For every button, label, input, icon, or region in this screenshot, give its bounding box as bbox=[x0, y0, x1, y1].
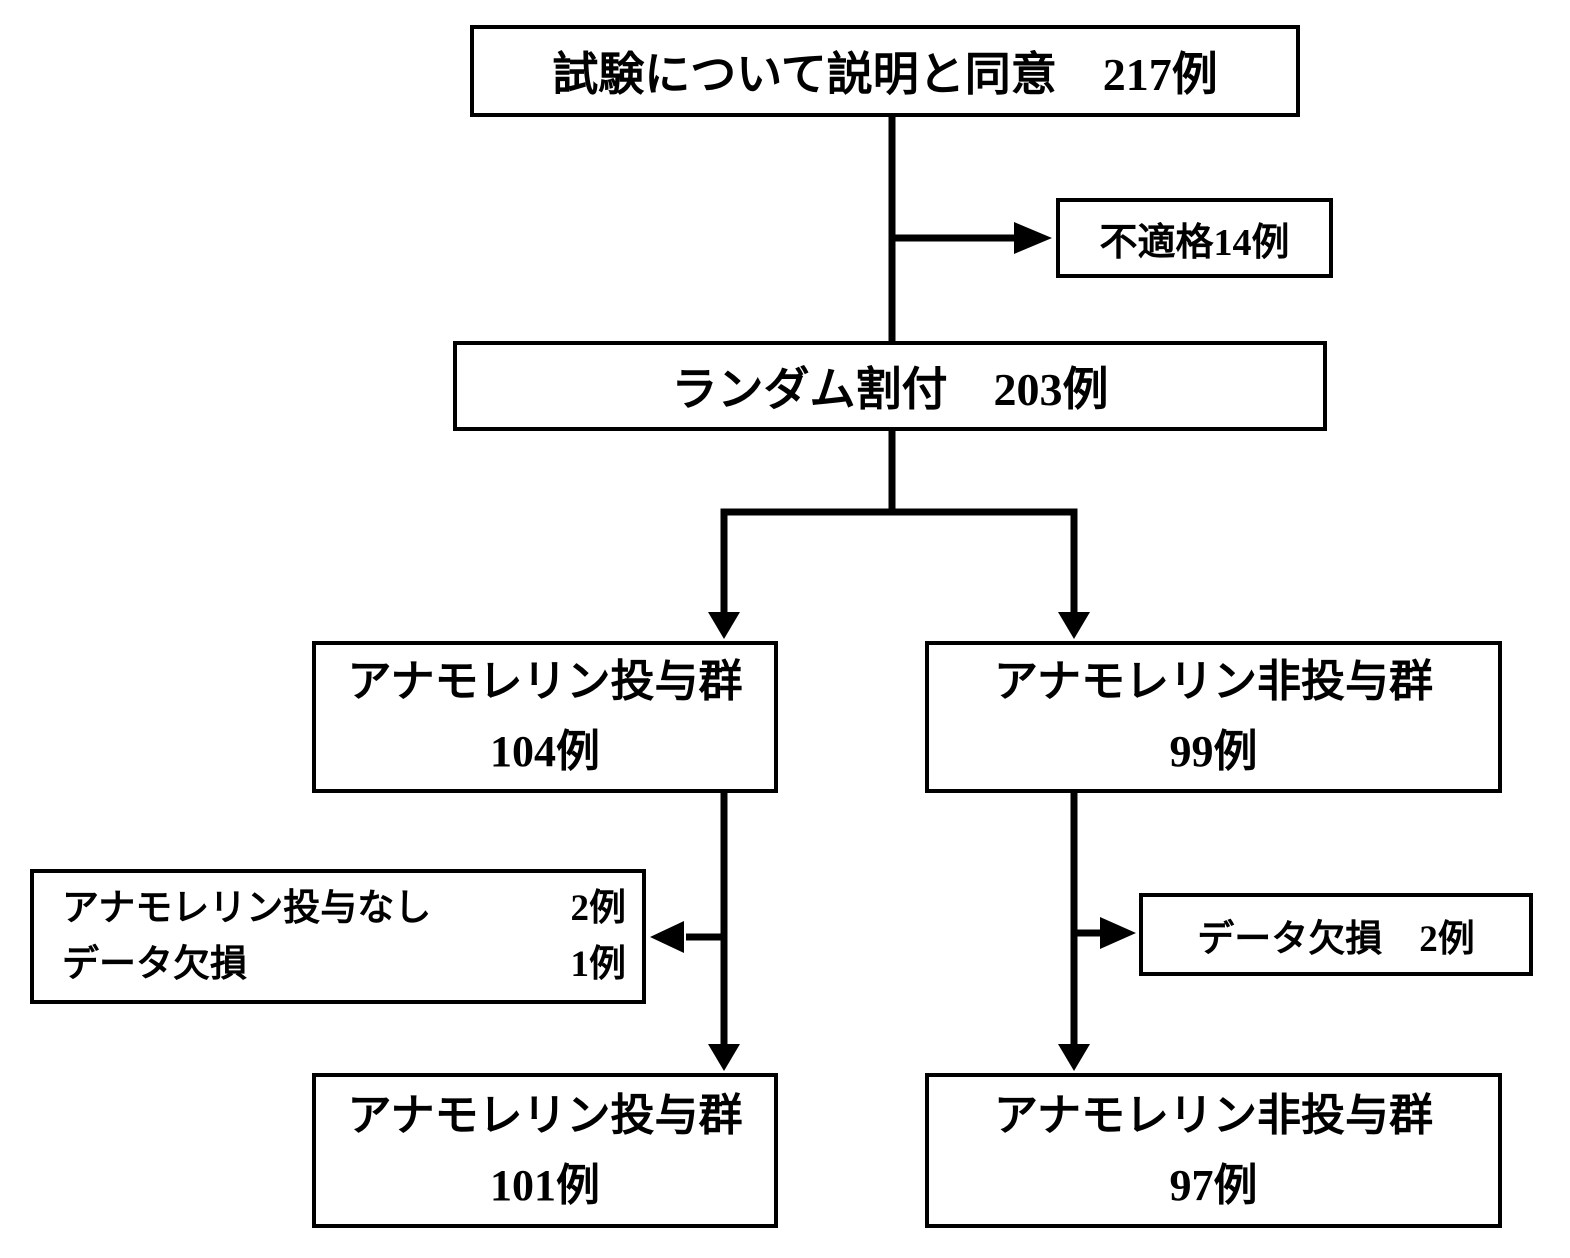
exclusion-row: アナモレリン投与なし 2例 bbox=[62, 881, 626, 937]
treatment-final-box: アナモレリン投与群 101例 bbox=[312, 1073, 778, 1228]
arrow-to-control-exclusion bbox=[1074, 917, 1136, 949]
randomization-box: ランダム割付 203例 bbox=[453, 341, 1327, 431]
arrowhead-down-icon bbox=[708, 612, 740, 639]
treatment-exclusions-box: アナモレリン投与なし 2例 データ欠損 1例 bbox=[30, 869, 646, 1004]
ineligible-label: 不適格14例 bbox=[1099, 221, 1290, 264]
control-arm-title: アナモレリン非投与群 bbox=[993, 657, 1434, 706]
connector-treatment-to-final bbox=[708, 793, 740, 1071]
arrowhead-left-icon bbox=[650, 921, 684, 953]
arrowhead-down-icon bbox=[708, 1044, 740, 1071]
control-arm-count: 99例 bbox=[1169, 727, 1258, 776]
treatment-arm-title: アナモレリン投与群 bbox=[347, 657, 743, 706]
arrowhead-right-icon bbox=[1100, 917, 1136, 949]
connector-control-to-final bbox=[1058, 793, 1090, 1071]
treatment-final-title: アナモレリン投与群 bbox=[347, 1090, 743, 1140]
control-exclusion-box: データ欠損 2例 bbox=[1139, 893, 1533, 976]
treatment-arm-count: 104例 bbox=[490, 727, 600, 776]
control-final-box: アナモレリン非投与群 97例 bbox=[925, 1073, 1502, 1228]
control-arm-box: アナモレリン非投与群 99例 bbox=[925, 641, 1502, 793]
arrowhead-right-icon bbox=[1014, 222, 1052, 254]
exclusion-label: データ欠損 bbox=[62, 943, 247, 985]
exclusion-value: 1例 bbox=[570, 943, 627, 985]
control-final-title: アナモレリン非投与群 bbox=[993, 1090, 1434, 1140]
consent-label: 試験について説明と同意 217例 bbox=[552, 49, 1218, 100]
split-path bbox=[720, 508, 1078, 615]
connector-randomization-split bbox=[708, 431, 1090, 639]
arrow-to-ineligible bbox=[892, 222, 1052, 254]
treatment-arm-box: アナモレリン投与群 104例 bbox=[312, 641, 778, 793]
consent-box: 試験について説明と同意 217例 bbox=[470, 25, 1300, 117]
ineligible-box: 不適格14例 bbox=[1056, 198, 1333, 278]
arrow-to-treatment-exclusions bbox=[650, 921, 724, 953]
arrowhead-down-icon bbox=[1058, 612, 1090, 639]
randomization-label: ランダム割付 203例 bbox=[671, 364, 1109, 415]
control-final-count: 97例 bbox=[1169, 1160, 1258, 1210]
exclusion-value: 2例 bbox=[570, 887, 627, 929]
arrowhead-down-icon bbox=[1058, 1044, 1090, 1071]
exclusion-row: データ欠損 1例 bbox=[62, 937, 626, 993]
exclusion-label: アナモレリン投与なし bbox=[62, 887, 432, 929]
control-exclusion-label: データ欠損 2例 bbox=[1197, 918, 1475, 960]
treatment-final-count: 101例 bbox=[490, 1160, 600, 1210]
